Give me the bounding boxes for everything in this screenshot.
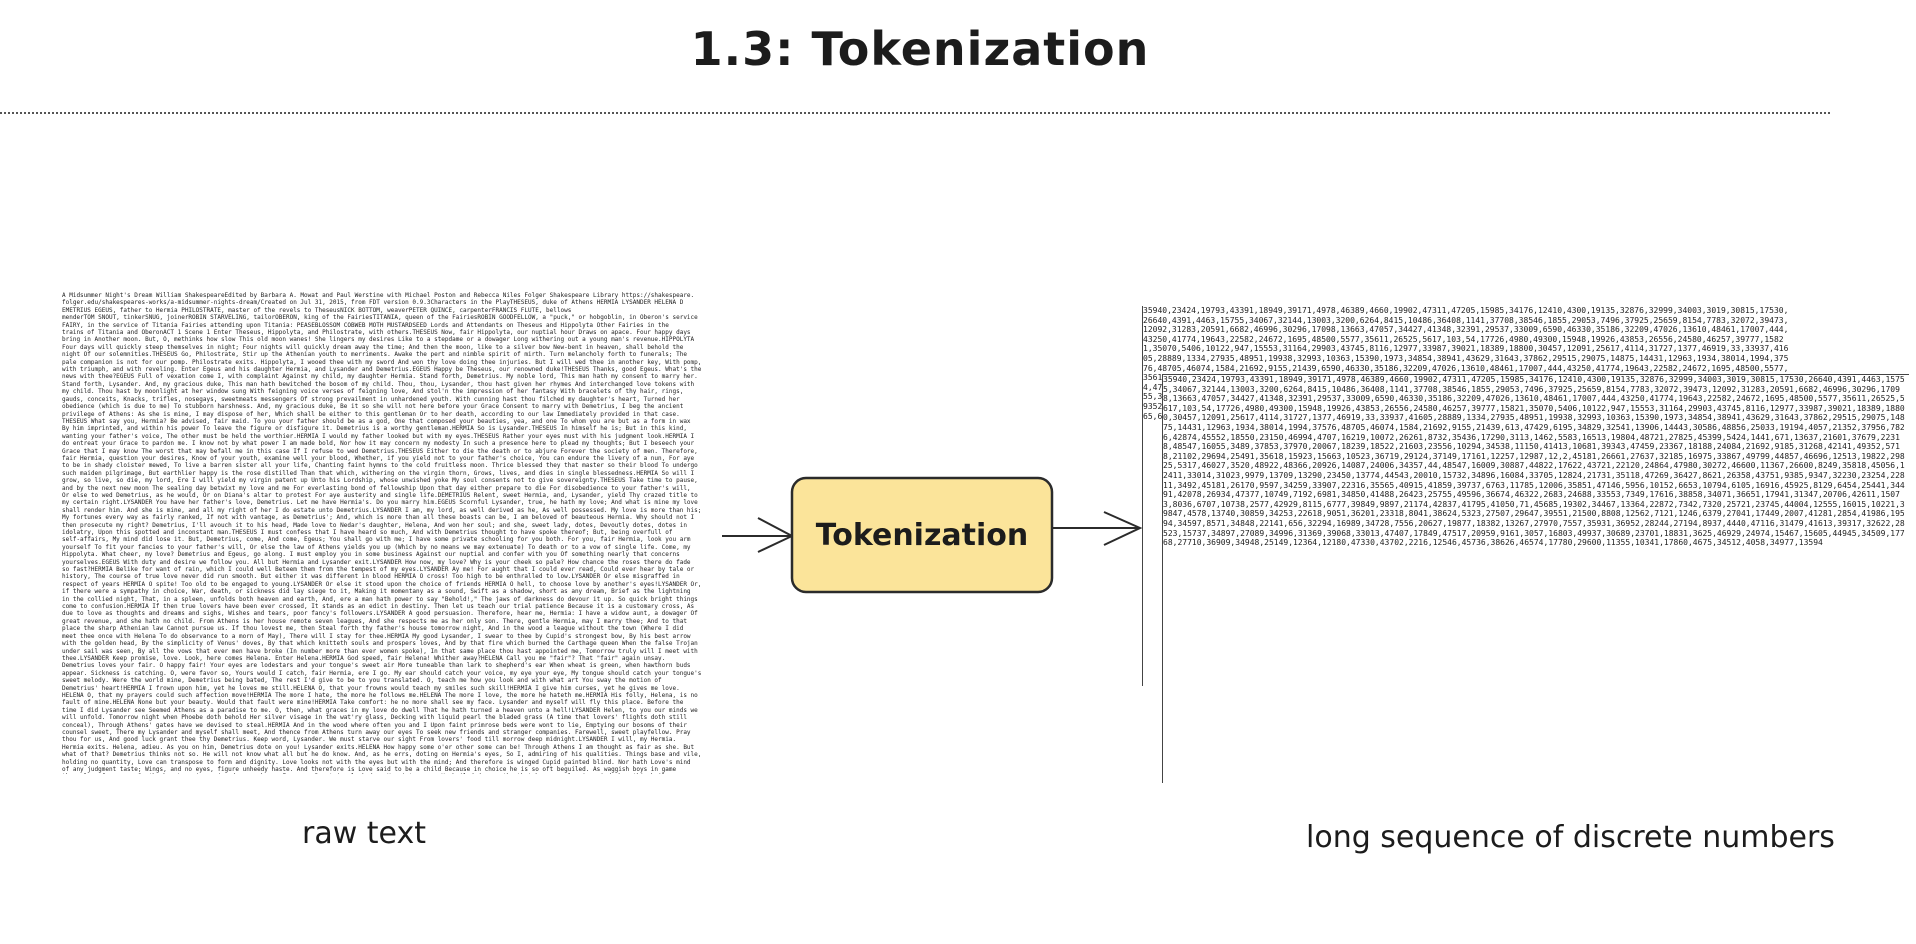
raw-text-line: bring in Another moon. But, O, methinks … xyxy=(62,336,695,344)
raw-text-line: A Midsummer Night's Dream William Shakes… xyxy=(62,292,695,299)
raw-text-line: fault of mine.HELENA None but your beaut… xyxy=(62,699,684,707)
raw-text-line: counsel sweet, There my Lysander and mys… xyxy=(62,728,691,736)
raw-text-line: my child. Thou hast by moonlight at her … xyxy=(62,388,684,396)
raw-text-line: yourselves.EGEUS With duty and desire we… xyxy=(62,558,691,566)
raw-text-line: Four days will quickly steep themselves … xyxy=(62,343,684,351)
raw-text-line: come to confusion.HERMIA If then true lo… xyxy=(62,603,695,611)
raw-text-line: Stand forth, Lysander. And, my gracious … xyxy=(62,380,695,388)
raw-text-line: Hermia exits. Helena, adieu. As you on h… xyxy=(62,743,695,751)
page-title: 1.3: Tokenization xyxy=(690,22,1150,76)
token-sequence-front: 35940,23424,19793,43391,18949,39171,4978… xyxy=(1162,374,1909,783)
raw-text-line: in the collied night, That, in a spleen,… xyxy=(62,595,698,603)
raw-text-line: obedience (which is due to me) To stubbo… xyxy=(62,403,684,411)
tokenization-box-label: Tokenization xyxy=(815,517,1029,553)
raw-text-line: thou for us, And good luck grant thee th… xyxy=(62,736,677,744)
raw-text-line: with triumph, and with reveling. Enter E… xyxy=(62,366,702,374)
raw-text-line: night Of our solemnities.THESEUS Go, Phi… xyxy=(62,351,687,359)
raw-text-line: gauds, conceits, Knacks, trifles, nosega… xyxy=(62,395,680,403)
raw-text-line: HELENA O, that my prayers could such aff… xyxy=(62,691,698,699)
raw-text-line: trains of Titania and OberonACT 1 Scene … xyxy=(62,329,691,337)
raw-text-line: sweet melody. Were the world mine, Demet… xyxy=(62,677,662,685)
dotted-divider xyxy=(0,112,1830,114)
raw-text-line: appear. Sickness is catching. O, were fa… xyxy=(62,669,702,677)
raw-text-line: if there were a sympathy in choice, War,… xyxy=(62,588,691,596)
raw-text-line: Hippolyta. What cheer, my love? Demetriu… xyxy=(62,551,680,559)
raw-text-line: My fortunes every way as fairly ranked, … xyxy=(62,514,695,522)
raw-text-line: due to love as thoughts and dreams and s… xyxy=(62,610,698,618)
raw-text-line: meet thee once with Helena To do observa… xyxy=(62,632,691,640)
raw-text-line: pale companion is not for our pomp. Phil… xyxy=(62,358,702,366)
arrow-right-head xyxy=(1103,511,1143,546)
raw-text-line: time I did Lysander see Seemed Athens as… xyxy=(62,706,698,714)
raw-text-line: my certain right.LYSANDER You have her f… xyxy=(62,499,698,507)
raw-text-line: what of that? Demetrius thinks not so. H… xyxy=(62,751,702,759)
raw-text-line: with the golden head, By the simplicity … xyxy=(62,640,698,648)
numbers-caption: long sequence of discrete numbers xyxy=(1306,820,1835,855)
raw-text-line: great revenue, and she hath no child. Fr… xyxy=(62,617,687,625)
raw-text-line: to be in shady cloister mewed, To live a… xyxy=(62,462,698,470)
raw-text-line: By him imprinted, and within his power T… xyxy=(62,425,687,433)
raw-text-line: so fast?HERMIA Belike for want of rain, … xyxy=(62,566,695,574)
raw-text-line: shall render him. And she is mine, and a… xyxy=(62,506,702,514)
raw-text-line: will unfold. Tomorrow night when Phoebe … xyxy=(62,714,687,722)
raw-text-line: place the sharp Athenian law Cannot purs… xyxy=(62,625,684,633)
raw-text-line: idolatry, Upon this spotted and inconsta… xyxy=(62,529,673,536)
raw-text-block: A Midsummer Night's Dream William Shakes… xyxy=(62,292,710,774)
raw-text-line: Demetrius' heart!HERMIA I frown upon him… xyxy=(62,684,680,692)
raw-text-line: do entreat your Grace to pardon me. I kn… xyxy=(62,440,695,448)
raw-text-line: self-affairs, My mind did lose it. But, … xyxy=(62,536,691,544)
raw-text-line: Demetrius loves your fair. O happy fair!… xyxy=(62,662,691,670)
raw-text-line: wanting your father's voice, The other m… xyxy=(62,432,695,440)
raw-text-line: FAIRY, in the service of Titania Fairies… xyxy=(62,321,669,329)
raw-text-line: of any judgment taste; Wings, and no eye… xyxy=(62,766,677,773)
arrow-left-head xyxy=(757,517,795,553)
raw-text-line: news with thee?EGEUS Full of vexation co… xyxy=(62,373,698,381)
raw-text-line: under sail was seen, By all the vows tha… xyxy=(62,647,698,655)
raw-text-caption: raw text xyxy=(302,816,426,851)
raw-text-line: privilege of Athens: As she is mine, I m… xyxy=(62,410,680,418)
raw-text-line: and by the next new moon The sealing day… xyxy=(62,484,691,492)
raw-text-line: THESEUS What say you, Hermia? Be advised… xyxy=(62,417,691,425)
raw-text-line: fair Hermia, question your desires, Know… xyxy=(62,454,695,462)
raw-text-line: folger.edu/shakespeares-works/a-midsumme… xyxy=(62,299,684,307)
raw-text-line: such maiden pilgrimage, But earthlier ha… xyxy=(62,469,695,477)
raw-text-line: Or else to wed Demetrius, as he would, O… xyxy=(62,491,698,499)
raw-text-line: holding no quantity, Love can transpose … xyxy=(62,758,691,766)
raw-text-line: history, The course of true love never d… xyxy=(62,573,680,581)
raw-text-line: yourself To fit your fancies to your fat… xyxy=(62,543,691,551)
raw-text-line: Grace that I may know The worst that may… xyxy=(62,447,698,455)
raw-text-line: then prosecute my right? Demetrius, I'll… xyxy=(62,521,687,529)
raw-text-line: EMETRIUS EGEUS, father to Hermia PHILOST… xyxy=(62,306,572,314)
raw-text-line: menderTOM SNOUT, tinkerSNUG, joinerROBIN… xyxy=(62,314,698,322)
raw-text-line: grow, so live, so die, my lord, Ere I wi… xyxy=(62,477,698,485)
raw-text-line: themselves forswear, So the boy Love is … xyxy=(62,773,710,774)
raw-text-line: conceal), Through Athens' gates have we … xyxy=(62,721,687,729)
raw-text-line: thee.LYSANDER Keep promise, love. Look, … xyxy=(62,654,666,662)
raw-text-line: respect of years HERMIA O spite! Too old… xyxy=(62,580,702,588)
